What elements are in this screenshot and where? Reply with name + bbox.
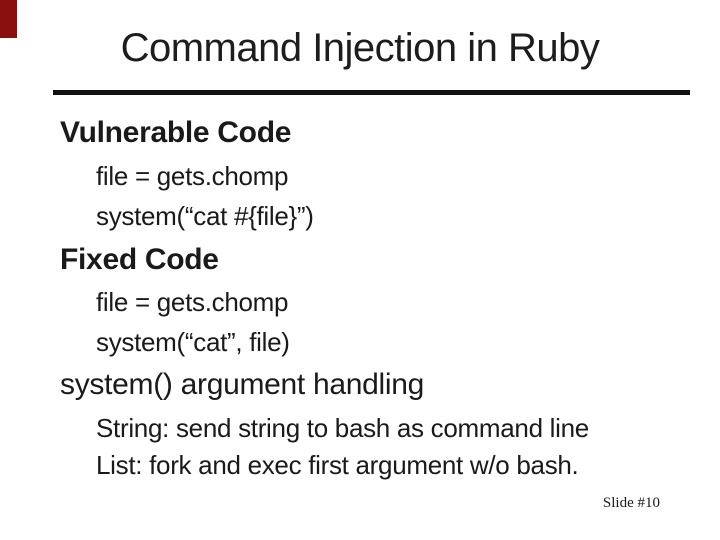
slide-text-line: Fixed Code [60,243,219,276]
slide-number-footer: Slide #10 [602,495,660,511]
slide-text-line: system(“cat”, file) [96,327,290,357]
slide-text-line: file = gets.chomp [96,161,289,191]
slide-text-line: file = gets.chomp [96,287,289,317]
slide-text-line: List: fork and exec first argument w/o b… [96,450,579,480]
slide-text-line: String: send string to bash as command l… [96,413,589,443]
slide-text-line: system() argument handling [60,368,425,401]
title-underline-rule [53,90,690,95]
slide-text-line: Vulnerable Code [60,116,292,149]
slide-title: Command Injection in Ruby [120,26,600,70]
slide-text-line: system(“cat #{file}”) [96,201,314,231]
corner-accent-bar [0,0,17,38]
